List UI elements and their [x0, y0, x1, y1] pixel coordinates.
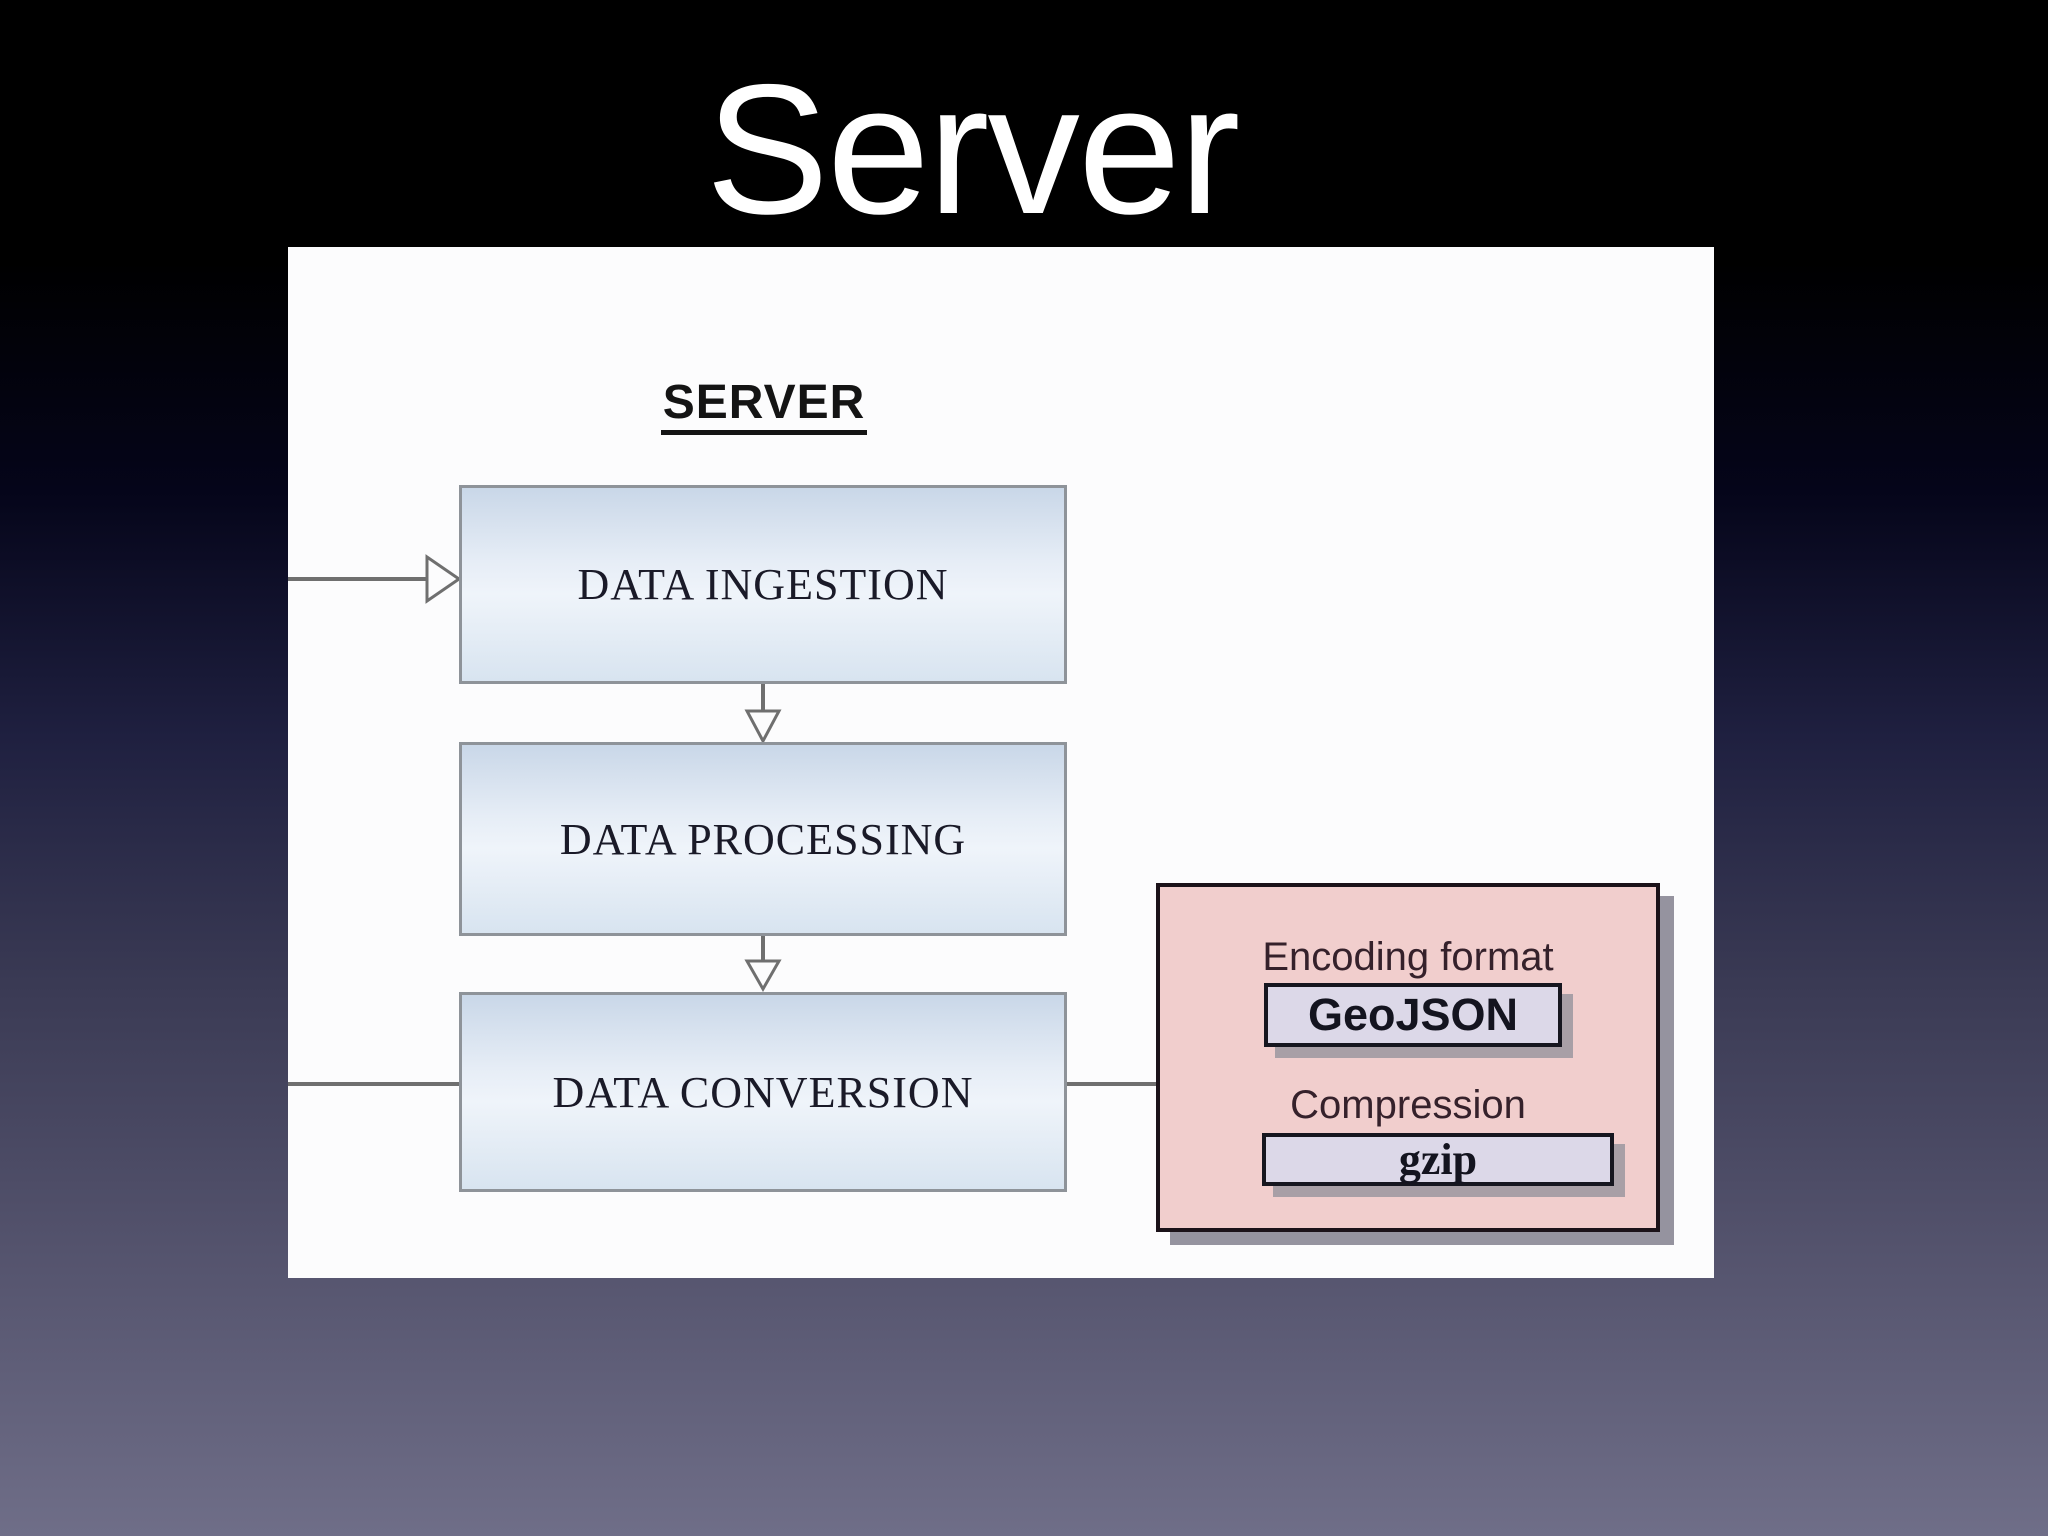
flow-box-label: DATA CONVERSION: [552, 1067, 974, 1117]
arrowhead-down-icon: [744, 709, 782, 744]
connector-input-arrow: [288, 554, 462, 604]
connector-input-line-conversion: [288, 1082, 459, 1086]
gzip-value-text: gzip: [1398, 1135, 1478, 1184]
arrowhead-right-icon: [425, 554, 462, 604]
server-heading: SERVER: [614, 375, 914, 435]
connector-processing-to-conversion: [744, 936, 782, 992]
geojson-value-box: GeoJSON: [1264, 983, 1562, 1047]
connector-conversion-to-options: [1067, 1082, 1156, 1086]
slide-title: Server: [705, 47, 1241, 253]
geojson-value-text: GeoJSON: [1307, 989, 1519, 1040]
encoding-format-label: Encoding format: [1262, 935, 1554, 979]
flow-box-data-ingestion: DATA INGESTION: [459, 485, 1067, 684]
flow-box-data-conversion: DATA CONVERSION: [459, 992, 1067, 1192]
flow-box-label: DATA PROCESSING: [559, 814, 967, 864]
connector-ingestion-to-processing: [744, 684, 782, 744]
gzip-value-box: gzip: [1262, 1133, 1614, 1186]
output-options-panel: Encoding format GeoJSON Compression gzip: [1156, 883, 1660, 1232]
diagram-panel: SERVER DATA INGESTION DATA PROCESSING DA…: [288, 247, 1714, 1278]
arrowhead-down-icon: [744, 959, 782, 992]
server-heading-text: SERVER: [660, 376, 868, 435]
flow-box-label: DATA INGESTION: [577, 560, 949, 609]
flow-box-data-processing: DATA PROCESSING: [459, 742, 1067, 936]
compression-label: Compression: [1290, 1083, 1526, 1127]
